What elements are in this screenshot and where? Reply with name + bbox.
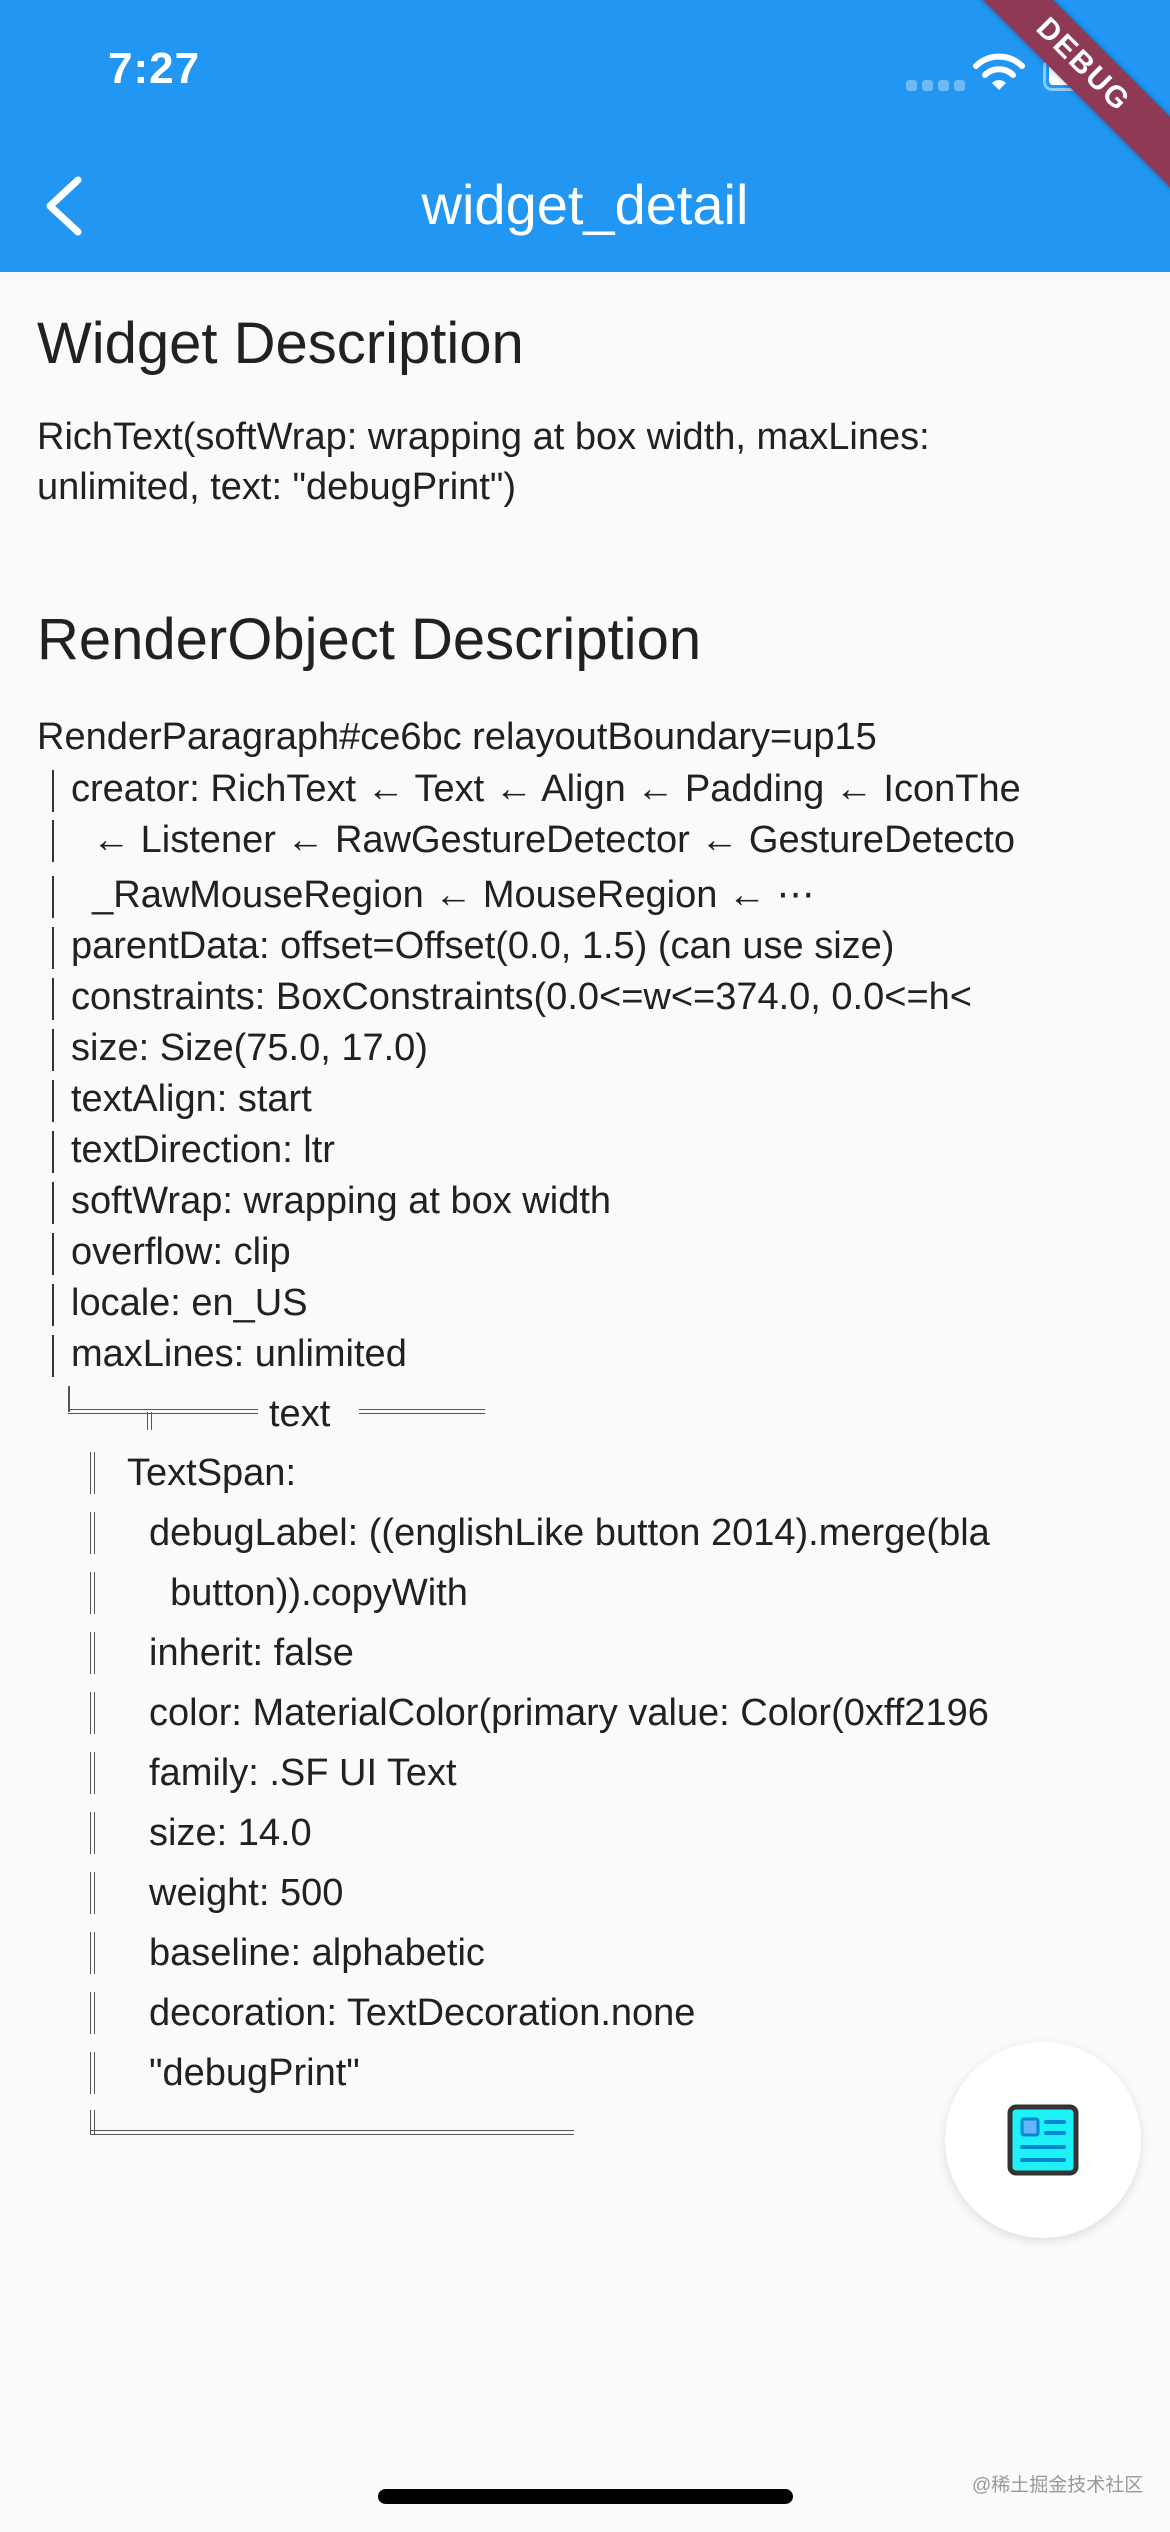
tree-line — [52, 1182, 54, 1224]
render-property: overflow: clip — [71, 1231, 291, 1273]
text-span-property: baseline: alphabetic — [149, 1932, 485, 1974]
tree-line — [90, 1872, 95, 1914]
tree-line — [90, 1752, 95, 1794]
text-span-property: family: .SF UI Text — [149, 1752, 457, 1794]
tree-line — [90, 1452, 95, 1494]
home-indicator[interactable] — [378, 2489, 793, 2504]
render-property: creator: RichText ← Text ← Align ← Paddi… — [71, 768, 1021, 810]
render-property: textDirection: ltr — [71, 1129, 335, 1171]
text-span-property: inherit: false — [149, 1632, 354, 1674]
text-span-property: button)).copyWith — [149, 1572, 468, 1614]
tree-line — [90, 1812, 95, 1854]
tree-line — [52, 876, 54, 918]
tree-connector — [359, 1409, 485, 1414]
render-header-line: RenderParagraph#ce6bc relayoutBoundary=u… — [37, 716, 877, 758]
text-span-property: "debugPrint" — [149, 2052, 360, 2094]
tree-line — [52, 1284, 54, 1326]
article-fab-button[interactable] — [945, 2042, 1141, 2238]
render-property: constraints: BoxConstraints(0.0<=w<=374.… — [71, 976, 972, 1018]
widget-description-line: unlimited, text: "debugPrint") — [37, 466, 516, 508]
tree-line — [52, 1233, 54, 1275]
text-span-property: weight: 500 — [149, 1872, 344, 1914]
app-bar: 7:27 DEBUG widget_detail — [0, 0, 1170, 272]
widget-description-line: RichText(softWrap: wrapping at box width… — [37, 416, 930, 458]
text-span-property: color: MaterialColor(primary value: Colo… — [149, 1692, 989, 1734]
render-property: maxLines: unlimited — [71, 1333, 407, 1375]
tree-line — [52, 820, 54, 862]
page-title: widget_detail — [421, 173, 749, 236]
child-label: text — [269, 1393, 331, 1435]
text-span-header: TextSpan: — [127, 1452, 296, 1494]
tree-line — [90, 1632, 95, 1674]
render-property: _RawMouseRegion ← MouseRegion ← ⋯ — [71, 874, 815, 916]
status-time: 7:27 — [108, 44, 201, 93]
debug-banner: DEBUG — [948, 0, 1170, 200]
tree-line — [90, 1992, 95, 2034]
render-property: size: Size(75.0, 17.0) — [71, 1027, 428, 1069]
text-span-property: debugLabel: ((englishLike button 2014).m… — [149, 1512, 990, 1554]
tree-line — [52, 1131, 54, 1173]
tree-line — [52, 1029, 54, 1071]
tree-line — [68, 1386, 70, 1412]
tree-line — [90, 2110, 95, 2134]
tree-line — [52, 1335, 54, 1377]
back-button[interactable] — [36, 168, 96, 244]
render-property: softWrap: wrapping at box width — [71, 1180, 612, 1222]
render-property: parentData: offset=Offset(0.0, 1.5) (can… — [71, 925, 895, 967]
chevron-left-icon — [46, 176, 82, 236]
tree-line — [52, 1080, 54, 1122]
watermark: @稀土掘金技术社区 — [972, 2475, 1144, 2496]
article-icon — [1007, 2104, 1079, 2176]
widget-description-heading: Widget Description — [37, 311, 524, 376]
render-property: textAlign: start — [71, 1078, 312, 1120]
render-property: ← Listener ← RawGestureDetector ← Gestur… — [71, 819, 1016, 861]
tree-line — [90, 1572, 95, 1614]
render-property: locale: en_US — [71, 1282, 308, 1324]
tree-connector — [68, 1409, 258, 1414]
render-object-heading: RenderObject Description — [37, 607, 702, 672]
tree-line — [52, 978, 54, 1020]
tree-line — [52, 927, 54, 969]
tree-line — [52, 770, 54, 812]
tree-connector — [90, 2130, 574, 2135]
wifi-icon — [973, 53, 1025, 90]
tree-line — [90, 1932, 95, 1974]
cellular-signal-icon — [906, 80, 965, 91]
tree-line — [90, 2052, 95, 2094]
tree-line — [90, 1692, 95, 1734]
text-span-property: decoration: TextDecoration.none — [149, 1992, 696, 2034]
tree-line — [90, 1512, 95, 1554]
tree-connector — [147, 1412, 152, 1430]
detail-content[interactable]: Widget Description RichText(softWrap: wr… — [37, 272, 1170, 2532]
text-span-property: size: 14.0 — [149, 1812, 312, 1854]
